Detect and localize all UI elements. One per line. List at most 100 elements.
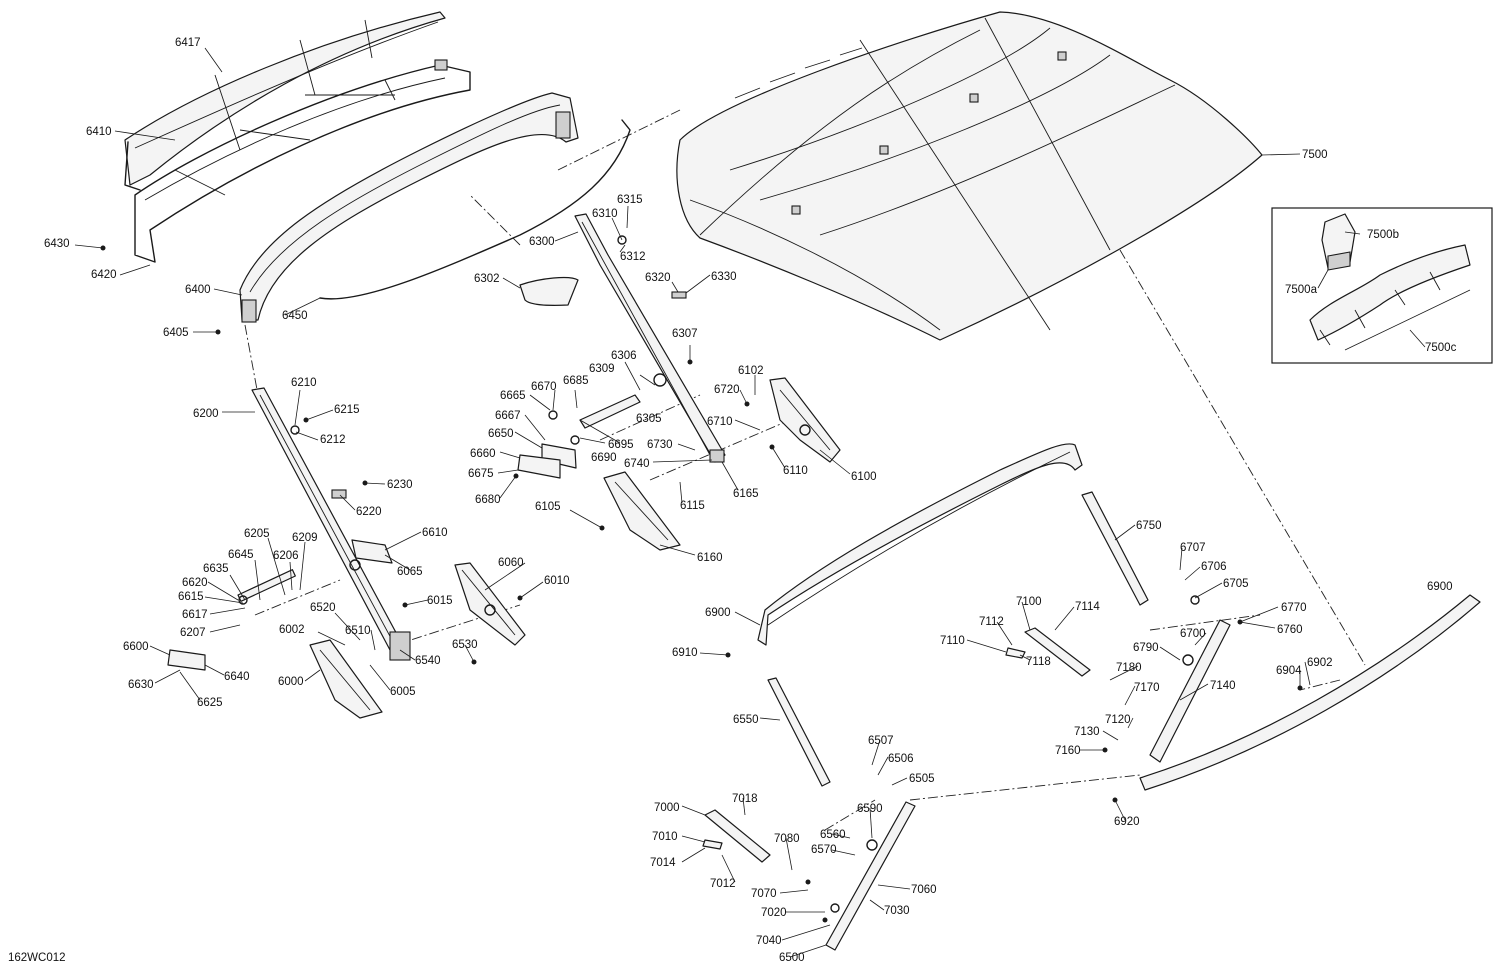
callout-6215: 6215: [334, 404, 360, 416]
callout-7114: 7114: [1075, 601, 1100, 613]
reflector-6302: [519, 276, 579, 306]
callout-6902: 6902: [1307, 657, 1333, 669]
callout-7100: 7100: [1016, 596, 1042, 608]
callout-6065: 6065: [397, 566, 423, 578]
callout-6750: 6750: [1136, 520, 1162, 532]
callout-7118: 7118: [1026, 656, 1051, 668]
callout-6640: 6640: [224, 671, 250, 683]
callout-6530: 6530: [452, 639, 478, 651]
callout-6600: 6600: [123, 641, 149, 653]
hinge-bracket-6060: [454, 562, 526, 646]
callout-6420: 6420: [91, 269, 117, 281]
roof-panel-7500: [676, 11, 1263, 341]
panel-6000: [309, 639, 383, 719]
callout-7180: 7180: [1116, 662, 1142, 674]
callout-6410: 6410: [86, 126, 112, 138]
callout-6300: 6300: [529, 236, 555, 248]
callout-6790: 6790: [1133, 642, 1159, 654]
cable-6450: [319, 119, 631, 300]
callout-6645: 6645: [228, 549, 254, 561]
callout-6900a: 6900: [705, 607, 731, 619]
callout-6510: 6510: [345, 625, 371, 637]
inset-clips-7500: [1271, 207, 1493, 364]
callout-6210: 6210: [291, 377, 317, 389]
callout-6207: 6207: [180, 627, 206, 639]
callout-6650: 6650: [488, 428, 514, 440]
callout-6165: 6165: [733, 488, 759, 500]
callout-6505: 6505: [909, 773, 935, 785]
callout-6675: 6675: [468, 468, 494, 480]
callout-6212: 6212: [320, 434, 346, 446]
callout-6405: 6405: [163, 327, 189, 339]
rail-6900: [1139, 594, 1481, 791]
callout-6910: 6910: [672, 647, 698, 659]
callout-6102: 6102: [738, 365, 764, 377]
callout-6330: 6330: [711, 271, 737, 283]
hinge-brackets-6650: [517, 410, 580, 479]
callout-6590: 6590: [857, 803, 883, 815]
callout-7130: 7130: [1074, 726, 1100, 738]
callout-6635: 6635: [203, 563, 229, 575]
roll-bar-arch-6400: [239, 92, 579, 323]
callout-6100: 6100: [851, 471, 877, 483]
callout-6770: 6770: [1281, 602, 1307, 614]
callout-7120: 7120: [1105, 714, 1131, 726]
callout-7140: 7140: [1210, 680, 1236, 692]
callout-6309: 6309: [589, 363, 615, 375]
callout-6115: 6115: [680, 500, 705, 512]
callout-6665: 6665: [500, 390, 526, 402]
callout-6000: 6000: [278, 676, 304, 688]
callout-7014: 7014: [650, 857, 676, 869]
callout-6205: 6205: [244, 528, 270, 540]
callout-6760: 6760: [1277, 624, 1303, 636]
callout-6209: 6209: [292, 532, 318, 544]
callout-6002: 6002: [279, 624, 305, 636]
callout-6450: 6450: [282, 310, 308, 322]
callout-6500: 6500: [779, 952, 805, 964]
door-post-6500: [825, 801, 916, 951]
callout-6667: 6667: [495, 410, 521, 422]
callout-6904: 6904: [1276, 665, 1302, 677]
callout-6705: 6705: [1223, 578, 1249, 590]
callout-7500b: 7500b: [1367, 229, 1399, 241]
callout-7040: 7040: [756, 935, 782, 947]
leader-lines: [74, 47, 1426, 958]
callout-6540: 6540: [415, 655, 441, 667]
callout-6010: 6010: [544, 575, 570, 587]
callout-7080: 7080: [774, 833, 800, 845]
callout-6315: 6315: [617, 194, 643, 206]
callout-7160: 7160: [1055, 745, 1081, 757]
callout-6900b: 6900: [1427, 581, 1453, 593]
callout-6430: 6430: [44, 238, 70, 250]
callout-7170: 7170: [1134, 682, 1160, 694]
callout-6206: 6206: [273, 550, 299, 562]
callout-6690: 6690: [591, 452, 617, 464]
callout-7070: 7070: [751, 888, 777, 900]
callout-6700: 6700: [1180, 628, 1206, 640]
diagram-id: 162WC012: [8, 952, 66, 964]
callout-6060: 6060: [498, 557, 524, 569]
callout-6630: 6630: [128, 679, 154, 691]
callout-6680: 6680: [475, 494, 501, 506]
callout-7060: 7060: [911, 884, 937, 896]
callout-7012: 7012: [710, 878, 736, 890]
front-frame-6410: [134, 59, 471, 263]
callout-7112: 7112: [979, 616, 1004, 628]
callout-6307: 6307: [672, 328, 698, 340]
callout-7110: 7110: [940, 635, 965, 647]
callout-6305: 6305: [636, 413, 662, 425]
callout-6105: 6105: [535, 501, 561, 513]
callout-6730: 6730: [647, 439, 673, 451]
callout-6670: 6670: [531, 381, 557, 393]
callout-7500: 7500: [1302, 149, 1328, 161]
bracket-6610: [351, 539, 393, 564]
callout-6005: 6005: [390, 686, 416, 698]
callout-6015: 6015: [427, 595, 453, 607]
callout-6710: 6710: [707, 416, 733, 428]
callout-7020: 7020: [761, 907, 787, 919]
callout-6400: 6400: [185, 284, 211, 296]
callout-7030: 7030: [884, 905, 910, 917]
callout-6695: 6695: [608, 439, 634, 451]
callout-6306: 6306: [611, 350, 637, 362]
callout-6615: 6615: [178, 591, 204, 603]
